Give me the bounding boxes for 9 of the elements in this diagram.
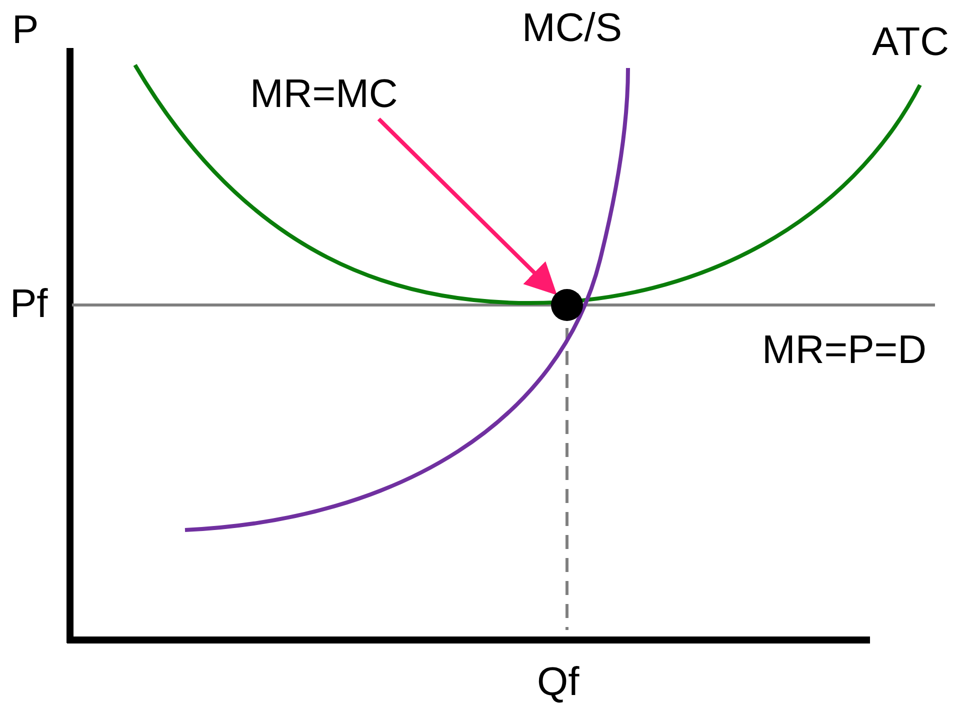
axis-label: Qf (537, 660, 580, 704)
equilibrium-point (551, 289, 583, 321)
axis-label: P (12, 8, 39, 52)
curve-label: MC/S (522, 6, 622, 50)
arrow (377, 118, 558, 296)
curve-label: MR=P=D (762, 328, 926, 372)
callout-label: MR=MC (250, 72, 398, 116)
axis-label: Pf (10, 282, 48, 326)
curve-label: ATC (872, 20, 950, 64)
